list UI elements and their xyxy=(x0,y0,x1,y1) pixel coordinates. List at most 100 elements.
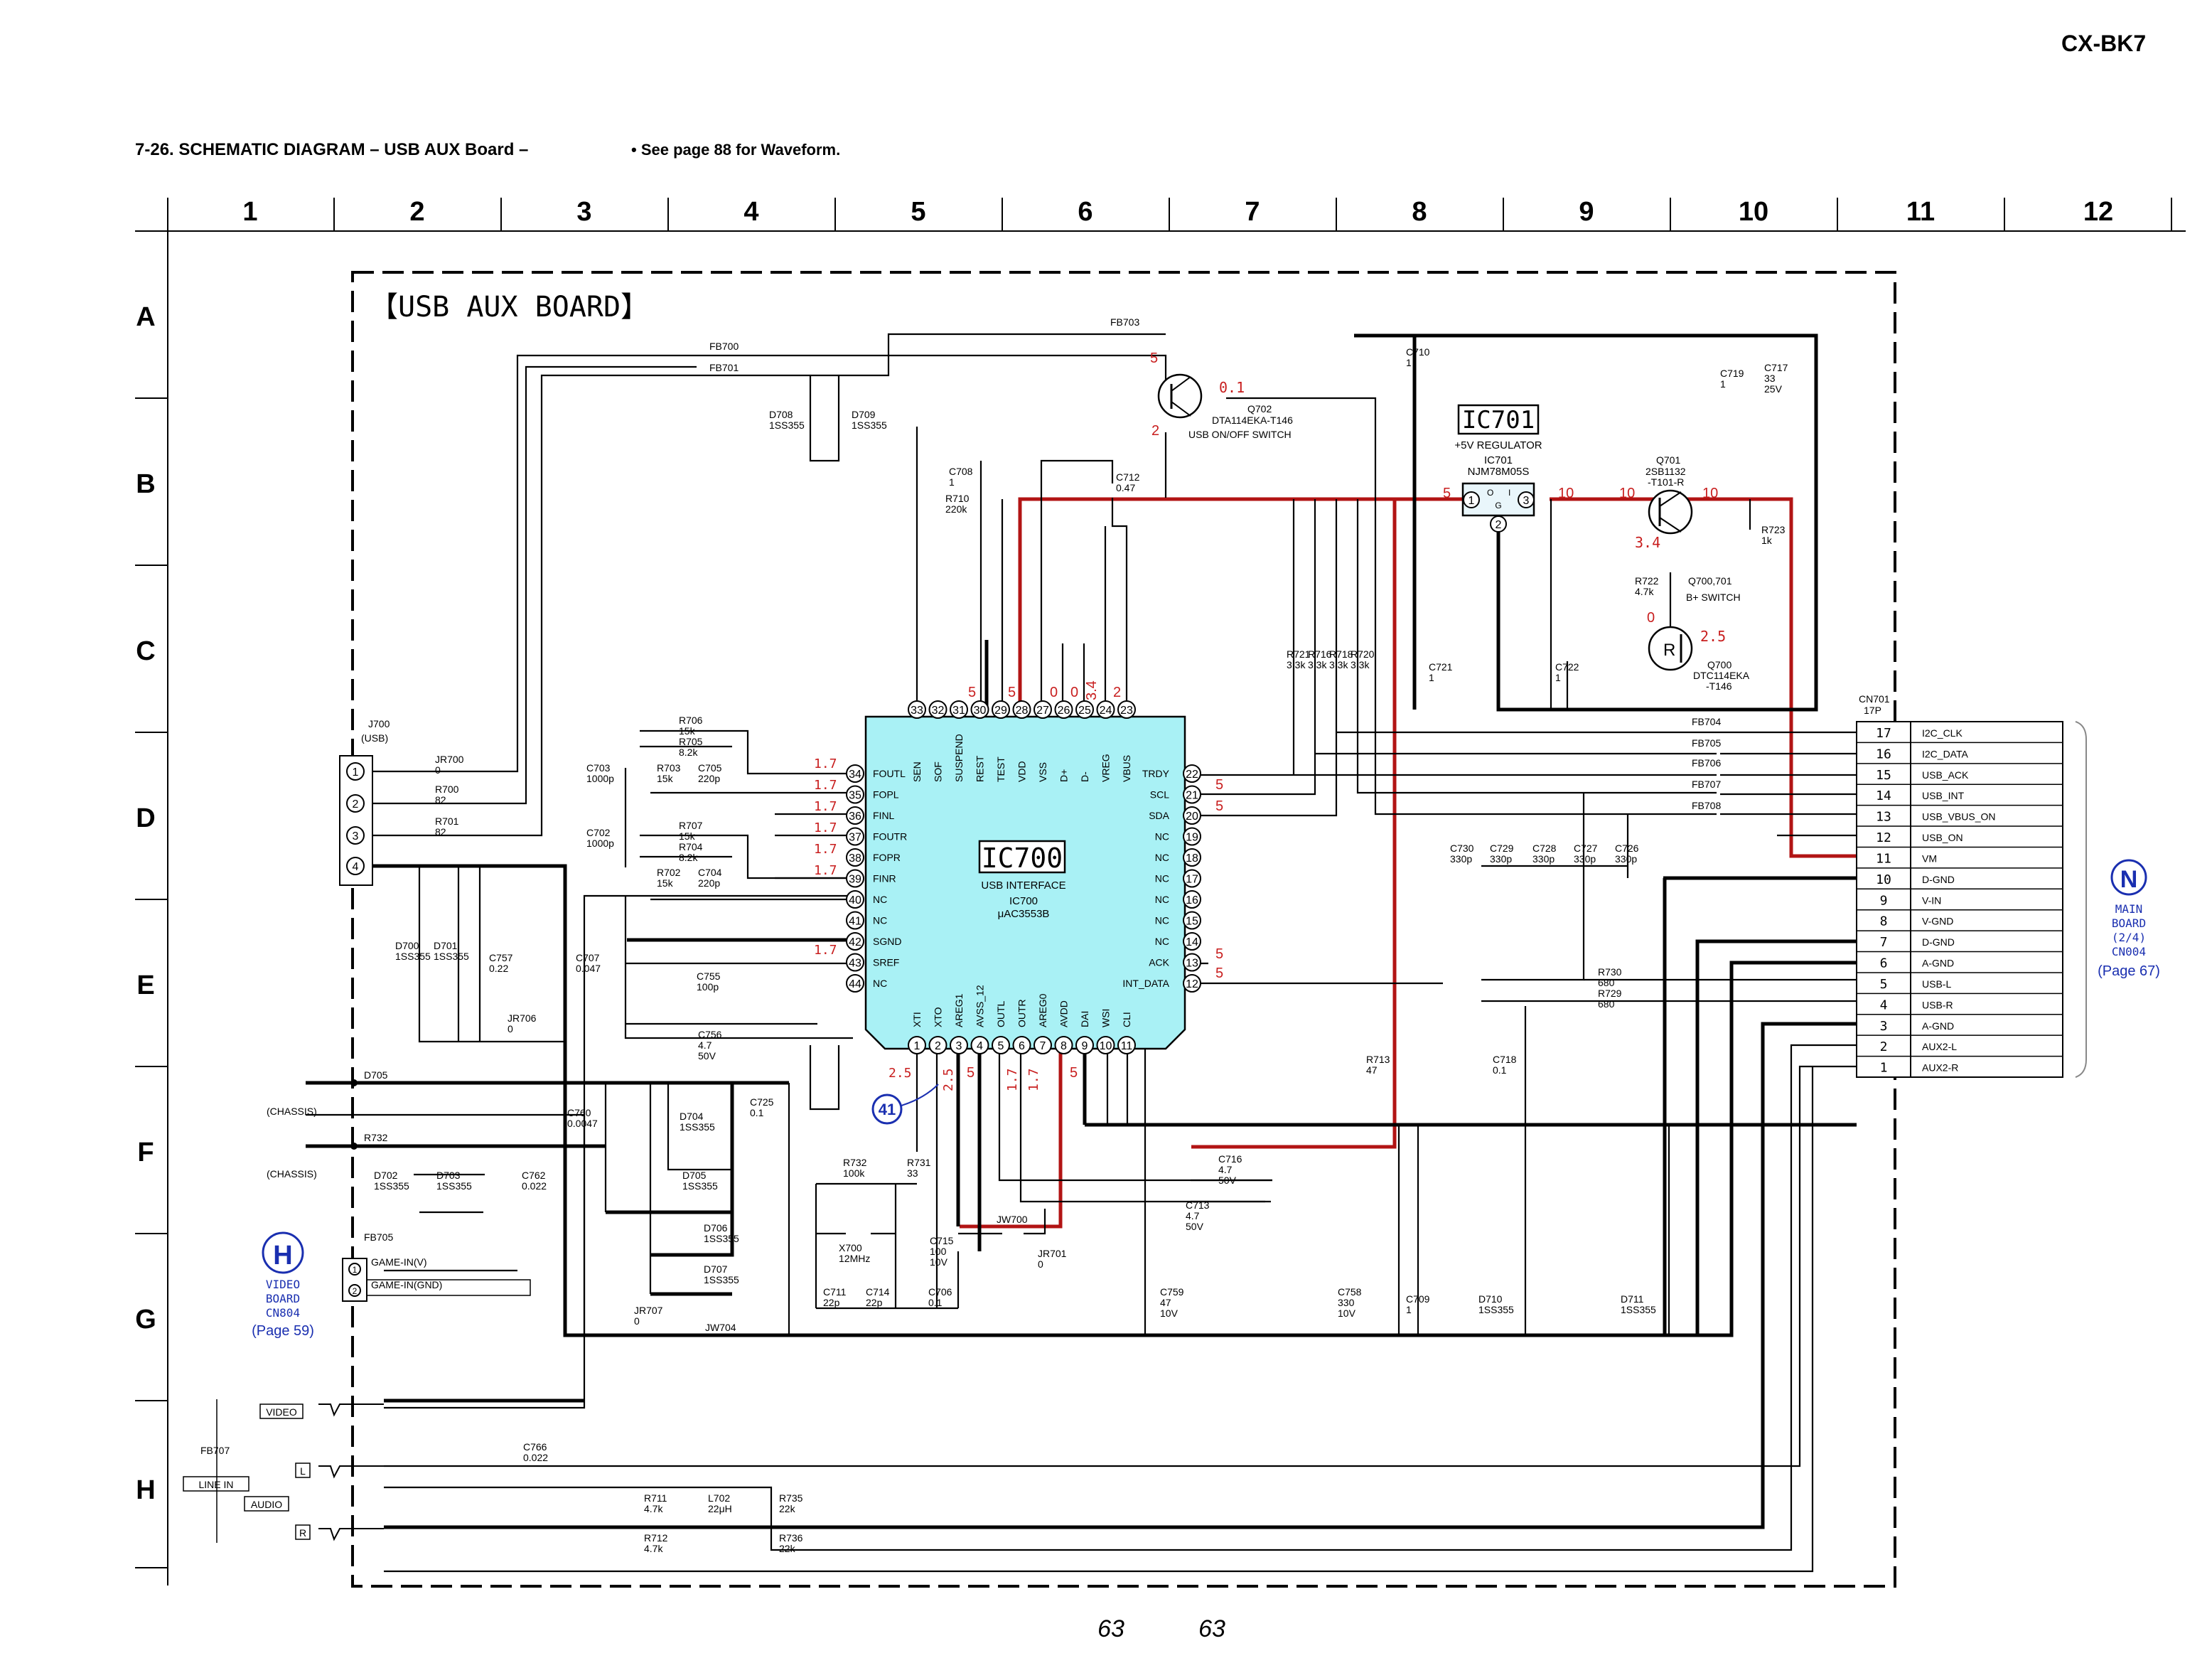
line-in-label: LINE IN xyxy=(198,1479,233,1490)
component-jw704: JW704 xyxy=(705,1322,736,1333)
component-value: 10V xyxy=(1160,1308,1179,1319)
component-value: 1SS355 xyxy=(852,419,887,431)
signal-wires xyxy=(306,333,1857,1573)
pin-name: DAI xyxy=(1079,1011,1090,1027)
ic700-pin xyxy=(1183,953,1201,972)
pin-number: 19 xyxy=(1186,832,1198,844)
component-value: 15k xyxy=(679,725,696,737)
voltage-label: 0 xyxy=(1647,610,1655,626)
component-ref: D707 xyxy=(704,1263,728,1275)
cn701-pin-name: AUX2-L xyxy=(1922,1041,1957,1052)
voltage-label: 1.7 xyxy=(814,820,837,835)
component-ref: R713 xyxy=(1366,1054,1390,1065)
component-ref: C722 xyxy=(1555,661,1579,673)
component-value: 1SS355 xyxy=(704,1233,739,1244)
transistor-symbol xyxy=(1648,489,1693,535)
pin-number: 25 xyxy=(1078,705,1091,717)
cn701-pin-number: 8 xyxy=(1880,914,1888,929)
ic700-pin xyxy=(950,700,968,719)
pin-number: 31 xyxy=(952,705,965,717)
component-ref: R731 xyxy=(907,1157,931,1168)
component-jw700: JW700 xyxy=(997,1214,1028,1225)
component-value: 1 xyxy=(1720,378,1726,390)
component-ref: C726 xyxy=(1615,843,1639,854)
component-ref: FB708 xyxy=(1692,800,1721,811)
chassis-grounds: (CHASSIS) (CHASSIS) D705 R732 xyxy=(267,1069,388,1180)
ic701-pin-label: G xyxy=(1495,501,1501,510)
pin-name: TEST xyxy=(995,756,1006,782)
voltage-label: 5 xyxy=(1070,1065,1078,1081)
component-value: 10V xyxy=(930,1256,948,1268)
pin-name: NC xyxy=(1155,831,1169,843)
voltage-label: 2.5 xyxy=(888,1066,912,1081)
ic700-ref-box xyxy=(978,840,1066,874)
component-value: 8.2k xyxy=(679,852,698,863)
cn701-pin-name: D-GND xyxy=(1922,936,1955,948)
component-ref: R722 xyxy=(1635,575,1659,587)
pin-number: 8 xyxy=(1061,1040,1067,1052)
component-value: 3.3k xyxy=(1329,659,1348,670)
main-board-page-link[interactable]: (Page 67) xyxy=(2098,963,2160,979)
cn701-pin-number: 6 xyxy=(1880,956,1888,971)
component-value: 330 xyxy=(1338,1297,1355,1308)
pin-number: 30 xyxy=(974,705,987,717)
ic701-ref-box xyxy=(1457,404,1540,435)
component-value: 3.3k xyxy=(1351,659,1370,670)
diagram-title: 7-26. SCHEMATIC DIAGRAM – USB AUX Board … xyxy=(135,140,528,159)
svg-text:4: 4 xyxy=(353,861,359,873)
grid-row-label: G xyxy=(135,1305,156,1335)
ic700-pin xyxy=(846,974,864,993)
ground-traces xyxy=(306,333,1857,1529)
component-ref: C766 xyxy=(523,1441,547,1453)
component-ref: R721 xyxy=(1287,648,1311,660)
chassis-label: (CHASSIS) xyxy=(267,1106,317,1117)
component-ref: C715 xyxy=(930,1235,954,1246)
component-ref: C708 xyxy=(949,466,973,477)
pin-name: NC xyxy=(873,894,887,905)
component-value: 82 xyxy=(435,826,446,838)
pin-number: 6 xyxy=(1019,1040,1025,1052)
ic700-part-ref: IC700 xyxy=(1009,895,1038,907)
waveform-marker-number[interactable]: 41 xyxy=(879,1101,896,1118)
pin-name: SREF xyxy=(873,957,899,968)
component-ref: D702 xyxy=(374,1170,398,1181)
component-ref: C757 xyxy=(489,952,513,963)
component-ref: Q700,701 xyxy=(1688,575,1732,587)
ic700-pin xyxy=(1075,1036,1094,1054)
component-value: 1SS355 xyxy=(434,951,469,962)
component-ref: R735 xyxy=(779,1492,803,1504)
component-value: DTC114EKA xyxy=(1693,670,1750,681)
pin-name: SUSPEND xyxy=(953,734,965,782)
pin-name: XTO xyxy=(933,1007,944,1027)
voltage-label: 1.7 xyxy=(1005,1068,1020,1091)
grid-col-label: 8 xyxy=(1412,197,1427,227)
component-value: 22μH xyxy=(708,1503,732,1514)
grid-column-labels: 1 2 3 4 5 6 7 8 9 10 11 12 xyxy=(242,197,2113,227)
cn701-pin-name: USB_ACK xyxy=(1922,769,1969,781)
component-ref: C729 xyxy=(1490,843,1514,854)
cn701-pin-count: 17P xyxy=(1864,705,1881,716)
component-value: 1SS355 xyxy=(680,1121,715,1133)
pin-number: 13 xyxy=(1186,958,1198,970)
pin-name: ACK xyxy=(1149,957,1169,968)
video-board-page-link[interactable]: (Page 59) xyxy=(252,1323,314,1339)
voltage-label: 3.4 xyxy=(1635,534,1660,551)
component-ref: C702 xyxy=(586,827,611,838)
pin-name: FOPL xyxy=(873,789,899,801)
pin-number: 5 xyxy=(998,1040,1004,1052)
component-ref: D710 xyxy=(1478,1293,1503,1305)
component-ref: C730 xyxy=(1450,843,1474,854)
